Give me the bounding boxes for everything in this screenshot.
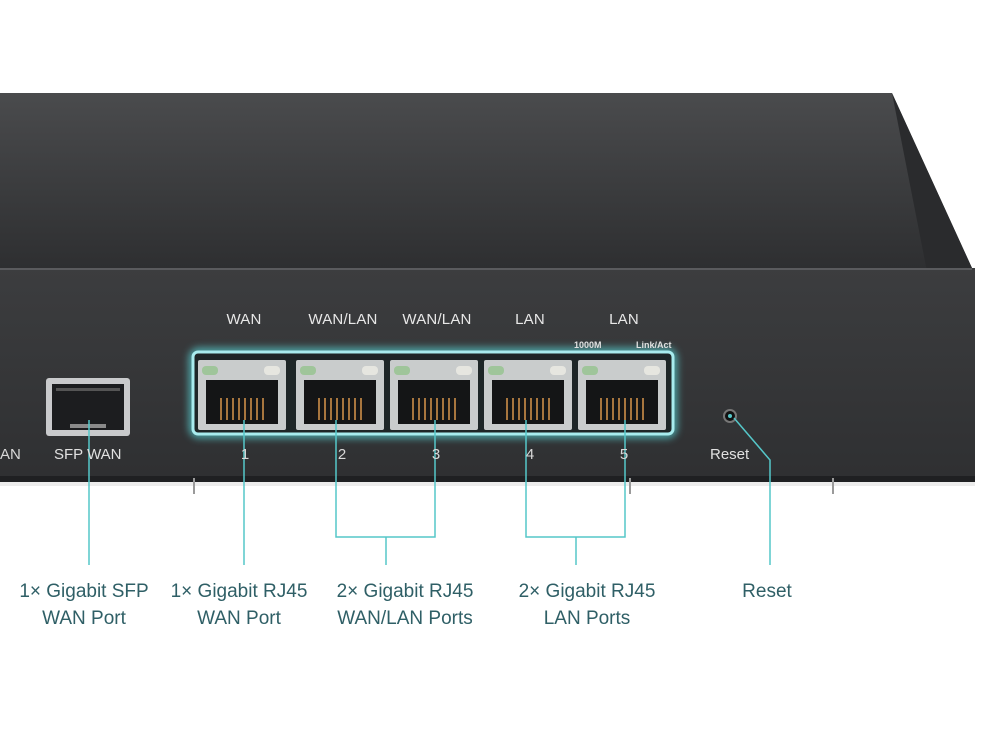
led-link bbox=[362, 366, 378, 375]
port-pin bbox=[318, 398, 320, 420]
port-pin bbox=[342, 398, 344, 420]
port-pin bbox=[530, 398, 532, 420]
led-link-label: Link/Act bbox=[636, 340, 672, 350]
port-pin bbox=[630, 398, 632, 420]
port-pin bbox=[436, 398, 438, 420]
port-pin bbox=[244, 398, 246, 420]
port-label-1: WAN bbox=[226, 311, 262, 328]
led-speed bbox=[394, 366, 410, 375]
port-pin bbox=[250, 398, 252, 420]
rj45-port-group bbox=[198, 360, 666, 430]
led-speed bbox=[202, 366, 218, 375]
rj45-port bbox=[198, 360, 286, 430]
led-link bbox=[456, 366, 472, 375]
port-number-4: 4 bbox=[525, 446, 535, 463]
port-pin bbox=[442, 398, 444, 420]
led-link bbox=[644, 366, 660, 375]
port-pin bbox=[412, 398, 414, 420]
rj45-port bbox=[484, 360, 572, 430]
port-number-5: 5 bbox=[619, 446, 629, 463]
port-pin bbox=[336, 398, 338, 420]
port-pin bbox=[348, 398, 350, 420]
port-pin bbox=[430, 398, 432, 420]
port-pin bbox=[600, 398, 602, 420]
port-pin bbox=[606, 398, 608, 420]
port-pin bbox=[418, 398, 420, 420]
port-pin bbox=[636, 398, 638, 420]
port-pin bbox=[542, 398, 544, 420]
port-pin bbox=[536, 398, 538, 420]
led-link bbox=[264, 366, 280, 375]
port-pin bbox=[548, 398, 550, 420]
port-pin bbox=[448, 398, 450, 420]
port-pin bbox=[612, 398, 614, 420]
chassis-top bbox=[0, 93, 972, 268]
port-number-1: 1 bbox=[240, 446, 250, 463]
led-speed bbox=[300, 366, 316, 375]
port-pin bbox=[220, 398, 222, 420]
port-pin bbox=[354, 398, 356, 420]
port-pin bbox=[262, 398, 264, 420]
port-pin bbox=[232, 398, 234, 420]
reset-panel-label: Reset bbox=[710, 446, 750, 463]
sfp-port bbox=[46, 378, 130, 436]
port-pin bbox=[238, 398, 240, 420]
rj45-port bbox=[578, 360, 666, 430]
port-pin bbox=[512, 398, 514, 420]
port-pin bbox=[226, 398, 228, 420]
port-pin bbox=[454, 398, 456, 420]
rj45-port bbox=[296, 360, 384, 430]
led-link bbox=[550, 366, 566, 375]
port-pin bbox=[330, 398, 332, 420]
port-pin bbox=[424, 398, 426, 420]
callout-reset: Reset bbox=[742, 581, 792, 602]
port-label-3: WAN/LAN bbox=[402, 311, 472, 328]
port-number-2: 2 bbox=[337, 446, 347, 463]
callout-lines bbox=[88, 417, 771, 565]
port-label-5: LAN bbox=[609, 311, 639, 328]
port-pin bbox=[256, 398, 258, 420]
port-pin bbox=[506, 398, 508, 420]
port-pin bbox=[642, 398, 644, 420]
port-pin bbox=[524, 398, 526, 420]
port-pin bbox=[518, 398, 520, 420]
sfp-wan-label: SFP WAN bbox=[54, 446, 122, 463]
port-label-2: WAN/LAN bbox=[308, 311, 378, 328]
port-label-4: LAN bbox=[515, 311, 545, 328]
port-pin bbox=[360, 398, 362, 420]
led-speed bbox=[488, 366, 504, 375]
port-number-3: 3 bbox=[431, 446, 441, 463]
port-pin bbox=[618, 398, 620, 420]
led-speed-label: 1000M bbox=[574, 340, 602, 350]
rj45-port bbox=[390, 360, 478, 430]
led-speed bbox=[582, 366, 598, 375]
cut-off-label: AN bbox=[0, 446, 21, 463]
port-pin bbox=[324, 398, 326, 420]
port-pin bbox=[624, 398, 626, 420]
